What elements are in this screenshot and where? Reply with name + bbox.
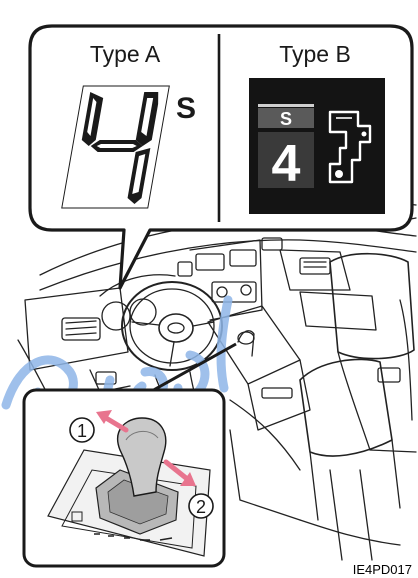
type-a-s-indicator: S bbox=[176, 92, 196, 125]
figure-code: IE4PD017 bbox=[353, 562, 412, 577]
indicator-callout: Type A S Type B S 4 bbox=[30, 26, 412, 288]
shifter-detail-inset: 1 2 bbox=[24, 390, 224, 566]
type-b-label: Type B bbox=[279, 41, 351, 67]
marker-1-number: 1 bbox=[77, 421, 87, 441]
type-b-display: S 4 bbox=[249, 78, 385, 214]
digit-segment bbox=[96, 144, 137, 148]
marker-1: 1 bbox=[70, 418, 94, 442]
gear-badge-bar bbox=[258, 104, 314, 107]
type-a-label: Type A bbox=[90, 41, 161, 67]
gear-badge-letter: S bbox=[280, 109, 292, 129]
marker-2-number: 2 bbox=[196, 497, 206, 517]
watermark-stroke bbox=[221, 300, 228, 388]
gear-digit: 4 bbox=[272, 135, 301, 193]
marker-2: 2 bbox=[189, 494, 213, 518]
